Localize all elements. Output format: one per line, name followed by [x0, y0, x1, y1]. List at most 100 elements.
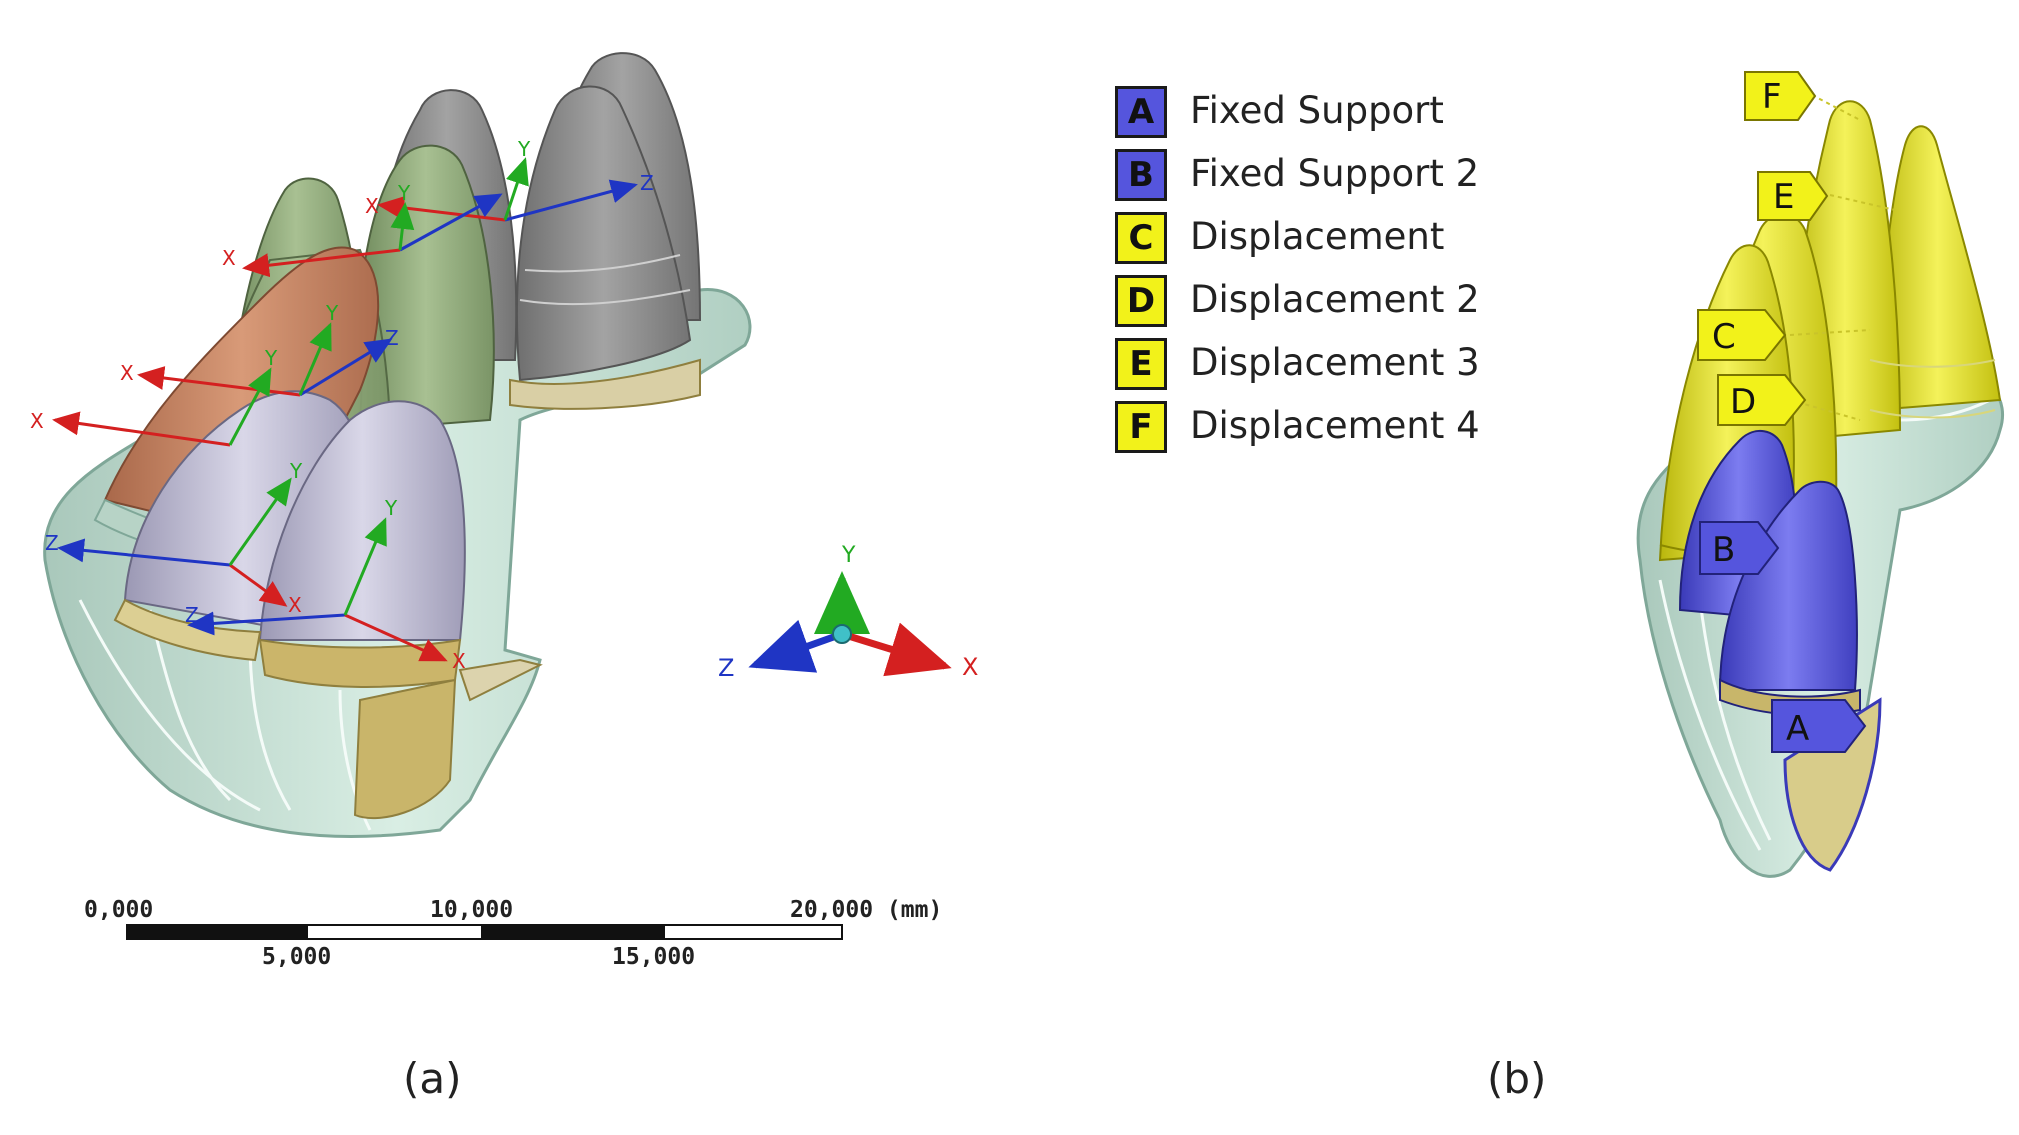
- local-x-axis: [52, 411, 231, 447]
- legend-label: Displacement 2: [1190, 278, 1480, 321]
- local-x-label: X: [120, 361, 134, 385]
- scale-label-5: 5,000: [262, 944, 332, 970]
- triad-z-label: Z: [718, 654, 734, 682]
- local-x-axis: [137, 366, 301, 397]
- local-z-label: Z: [185, 603, 199, 627]
- local-z-label: Z: [640, 171, 654, 195]
- model-a: X Z Y X Y X Z Y X Y Z Y X Z Y X: [30, 52, 752, 838]
- caption-a: (a): [403, 1054, 462, 1103]
- local-x-axis: [242, 248, 401, 278]
- callout-flag-b: B: [1699, 521, 1780, 575]
- local-y-label: Y: [289, 459, 303, 483]
- local-y-label: Y: [517, 137, 531, 161]
- local-y-axis: [343, 517, 387, 616]
- scale-label-10: 10,000: [430, 897, 514, 923]
- legend-letter: C: [1128, 218, 1154, 258]
- legend-label: Fixed Support 2: [1190, 152, 1480, 195]
- legend-swatch: E: [1115, 338, 1167, 390]
- triad-y-label: Y: [841, 543, 856, 568]
- local-y-axis: [390, 202, 415, 251]
- callout-flag-shape: [1699, 521, 1780, 575]
- local-x-label: X: [222, 246, 236, 270]
- legend-letter: F: [1129, 407, 1153, 447]
- local-x-label: X: [365, 194, 379, 218]
- local-z-axis: [57, 538, 231, 567]
- callout-flag-label: C: [1712, 317, 1736, 357]
- callout-flag-label: D: [1730, 382, 1756, 422]
- callout-flag-shape: [1717, 374, 1807, 426]
- local-x-axis: [344, 613, 448, 662]
- legend-item-displacement-2: D Displacement 2: [1115, 275, 1535, 327]
- scale-label-0: 0,000: [84, 897, 154, 923]
- scale-label-15: 15,000: [612, 944, 696, 970]
- tooth-lilac-right: [258, 400, 466, 641]
- local-y-axis: [503, 157, 529, 221]
- scale-bar: [126, 924, 843, 940]
- scale-segment: [306, 924, 483, 940]
- legend-letter: A: [1127, 92, 1155, 132]
- triad-z-axis: [748, 619, 844, 673]
- local-z-axis: [299, 338, 393, 397]
- local-z-axis: [399, 193, 503, 252]
- legend-item-fixed-support-2: B Fixed Support 2: [1115, 149, 1535, 201]
- legend-item-fixed-support: A Fixed Support: [1115, 86, 1535, 138]
- triad-origin: [832, 624, 852, 644]
- local-y-axis: [298, 322, 332, 396]
- root-section-a: [353, 678, 457, 820]
- callout-flag-shape: [1697, 309, 1787, 361]
- local-x-label: X: [288, 593, 302, 617]
- legend-swatch: B: [1115, 149, 1167, 201]
- callout-flag-label: A: [1786, 709, 1809, 749]
- local-axes-group: [52, 157, 638, 662]
- callout-flag-c: C: [1697, 309, 1787, 361]
- callout-flag-label: B: [1712, 530, 1735, 570]
- legend-item-displacement-4: F Displacement 4: [1115, 401, 1535, 453]
- legend-label: Displacement 3: [1190, 341, 1480, 384]
- local-x-axis: [229, 563, 288, 607]
- legend-swatch: D: [1115, 275, 1167, 327]
- legend-swatch: C: [1115, 212, 1167, 264]
- local-y-label: Y: [325, 301, 339, 325]
- legend-swatch: A: [1115, 86, 1167, 138]
- callout-flag-d: D: [1717, 374, 1807, 426]
- tooth-gray-front: [515, 85, 692, 382]
- legend-letter: B: [1128, 155, 1154, 195]
- legend-item-displacement: C Displacement: [1115, 212, 1535, 264]
- local-y-axis: [228, 367, 272, 446]
- scale-segment: [481, 924, 665, 940]
- legend-item-displacement-3: E Displacement 3: [1115, 338, 1535, 390]
- scale-label-20: 20,000 (mm): [790, 897, 943, 923]
- local-z-axis: [187, 611, 346, 636]
- local-z-axis: [504, 179, 638, 222]
- local-y-label: Y: [384, 496, 398, 520]
- caption-b: (b): [1487, 1054, 1547, 1103]
- scale-segment: [663, 924, 843, 940]
- local-z-label: Z: [45, 531, 59, 555]
- local-x-label: X: [30, 409, 44, 433]
- legend-swatch: F: [1115, 401, 1167, 453]
- legend-label: Displacement: [1190, 215, 1445, 258]
- callout-flag-shape: [1757, 171, 1829, 221]
- legend-label: Fixed Support: [1190, 89, 1444, 132]
- callout-flag-label: E: [1773, 177, 1794, 217]
- scale-segment: [126, 924, 308, 940]
- callout-flags: F E C D B A: [1697, 71, 1867, 753]
- callout-flag-label: F: [1762, 77, 1782, 117]
- tooth-blue-a: [1718, 480, 1858, 691]
- legend-letter: E: [1129, 344, 1153, 384]
- local-x-label: X: [452, 649, 466, 673]
- callout-flag-a: A: [1771, 699, 1867, 753]
- callout-flag-shape: [1771, 699, 1867, 753]
- local-z-label: Z: [385, 326, 399, 350]
- callout-flag-shape: [1744, 71, 1817, 121]
- model-b: [1636, 94, 2005, 878]
- callout-flag-f: F: [1744, 71, 1817, 121]
- triad-x-axis: [840, 622, 952, 677]
- local-y-axis: [228, 477, 292, 566]
- global-triad: Y X Z: [718, 543, 978, 682]
- callout-flag-e: E: [1757, 171, 1829, 221]
- local-y-label: Y: [264, 346, 278, 370]
- legend-letter: D: [1126, 281, 1156, 321]
- legend-label: Displacement 4: [1190, 404, 1480, 447]
